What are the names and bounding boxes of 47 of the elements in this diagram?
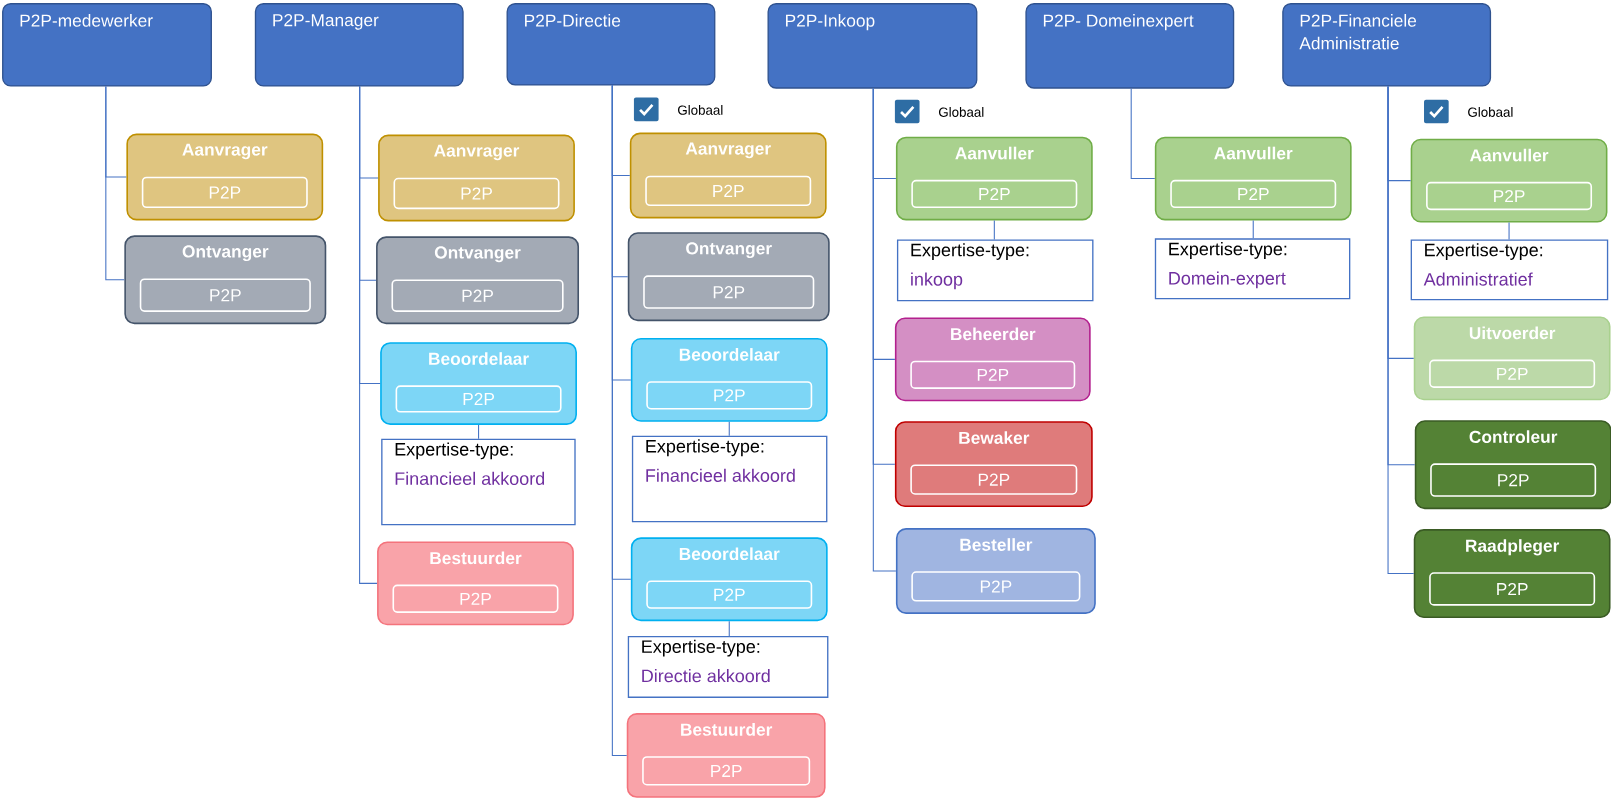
tree-line [1387,86,1415,575]
header-box: P2P-Directie [506,3,716,86]
tree-line [872,88,897,572]
tree-line [359,86,378,584]
tag-box: P2P [139,278,311,312]
tree-line [728,620,730,637]
tree-line [1508,221,1510,240]
tree-line [993,219,995,240]
expertise-box: Expertise-type: inkoop [896,239,1094,302]
header-box: P2P-Manager [254,3,464,87]
checkbox-label: Globaal [1468,107,1513,117]
header-box: P2P-Financiele Administratie [1282,3,1492,87]
header-box: P2P-Inkoop [767,3,978,89]
tree-line [105,86,125,281]
tag-box: P2P [911,179,1078,209]
checkbox-label: Globaal [939,107,984,117]
tag-box: P2P [1430,463,1597,497]
tree-line [1130,88,1156,180]
tag-box: P2P [391,279,564,312]
tag-box: P2P [646,580,813,609]
tag-box: P2P [642,756,811,786]
tag-box: P2P [393,177,560,210]
tag-box: P2P [645,175,812,207]
tag-box: P2P [910,360,1076,389]
tag-box: P2P [910,464,1078,495]
tag-box: P2P [141,176,308,209]
tree-line [611,85,628,756]
expertise-box: Expertise-type: Financieel akkoord [631,435,828,523]
expertise-box: Expertise-type: Financieel akkoord [381,438,576,526]
tag-box: P2P [392,584,559,613]
expertise-box: Expertise-type: Domein-expert [1154,238,1351,300]
expertise-box: Expertise-type: Administratief [1410,239,1609,301]
tag-box: P2P [1429,572,1596,606]
header-box: P2P-medewerker [2,3,212,87]
tag-box: P2P [1426,181,1593,211]
tree-line [728,421,730,437]
tag-box: P2P [646,381,813,410]
checkbox-label: Globaal [678,105,723,115]
tree-line [478,424,480,440]
tag-box: P2P [1170,179,1337,209]
expertise-box: Expertise-type: Directie akkoord [627,635,829,698]
tag-box: P2P [395,385,562,413]
tag-box: P2P [1429,359,1596,388]
header-box: P2P- Domeinexpert [1025,3,1235,89]
tag-box: P2P [643,275,815,309]
tag-box: P2P [911,571,1081,602]
tree-line [1252,219,1254,239]
